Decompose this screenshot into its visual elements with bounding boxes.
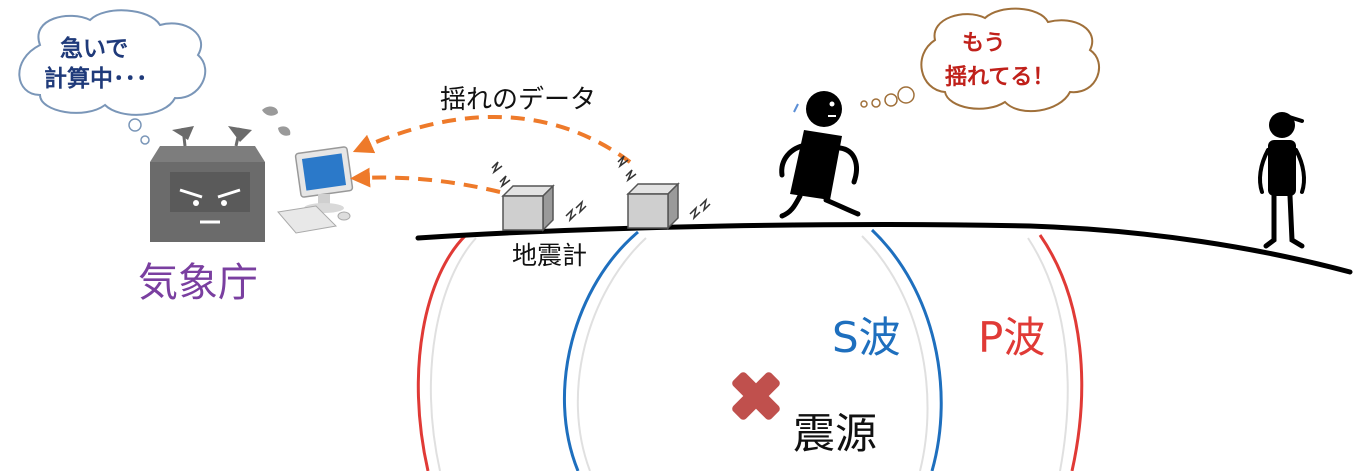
epicenter-label: 震源 xyxy=(793,409,877,458)
data-arrow-upper xyxy=(352,114,632,164)
running-person-icon xyxy=(779,91,861,219)
s-wave-front xyxy=(562,228,943,471)
epicenter-x-icon xyxy=(732,372,780,420)
thought-bubble-icon xyxy=(860,7,1100,113)
bubble-left-line1: 急いで xyxy=(60,35,128,62)
seismometer-label: 地震計 xyxy=(512,241,587,270)
bubble-right-line1: もう xyxy=(962,31,1005,56)
ground-line xyxy=(415,222,1353,275)
seismometer-icon xyxy=(491,161,587,232)
p-wave-front xyxy=(416,233,1084,471)
seismometer-icon xyxy=(617,155,711,230)
p-wave-shadow xyxy=(429,237,1069,471)
agency-label: 気象庁 xyxy=(138,260,258,306)
data-arrow-lower xyxy=(350,167,501,194)
building-face-icon xyxy=(150,106,291,242)
thought-bubble-icon xyxy=(18,9,207,145)
s-wave-shadow xyxy=(576,235,929,471)
bubble-right-line2: 揺れてる！ xyxy=(945,64,1054,90)
p-wave-label: P波 xyxy=(978,313,1045,362)
computer-icon xyxy=(277,146,354,234)
data-label: 揺れのデータ xyxy=(440,85,596,115)
bubble-left-line2: 計算中･･･ xyxy=(44,65,148,92)
s-wave-label: S波 xyxy=(832,313,901,362)
standing-person-icon xyxy=(1258,112,1306,249)
